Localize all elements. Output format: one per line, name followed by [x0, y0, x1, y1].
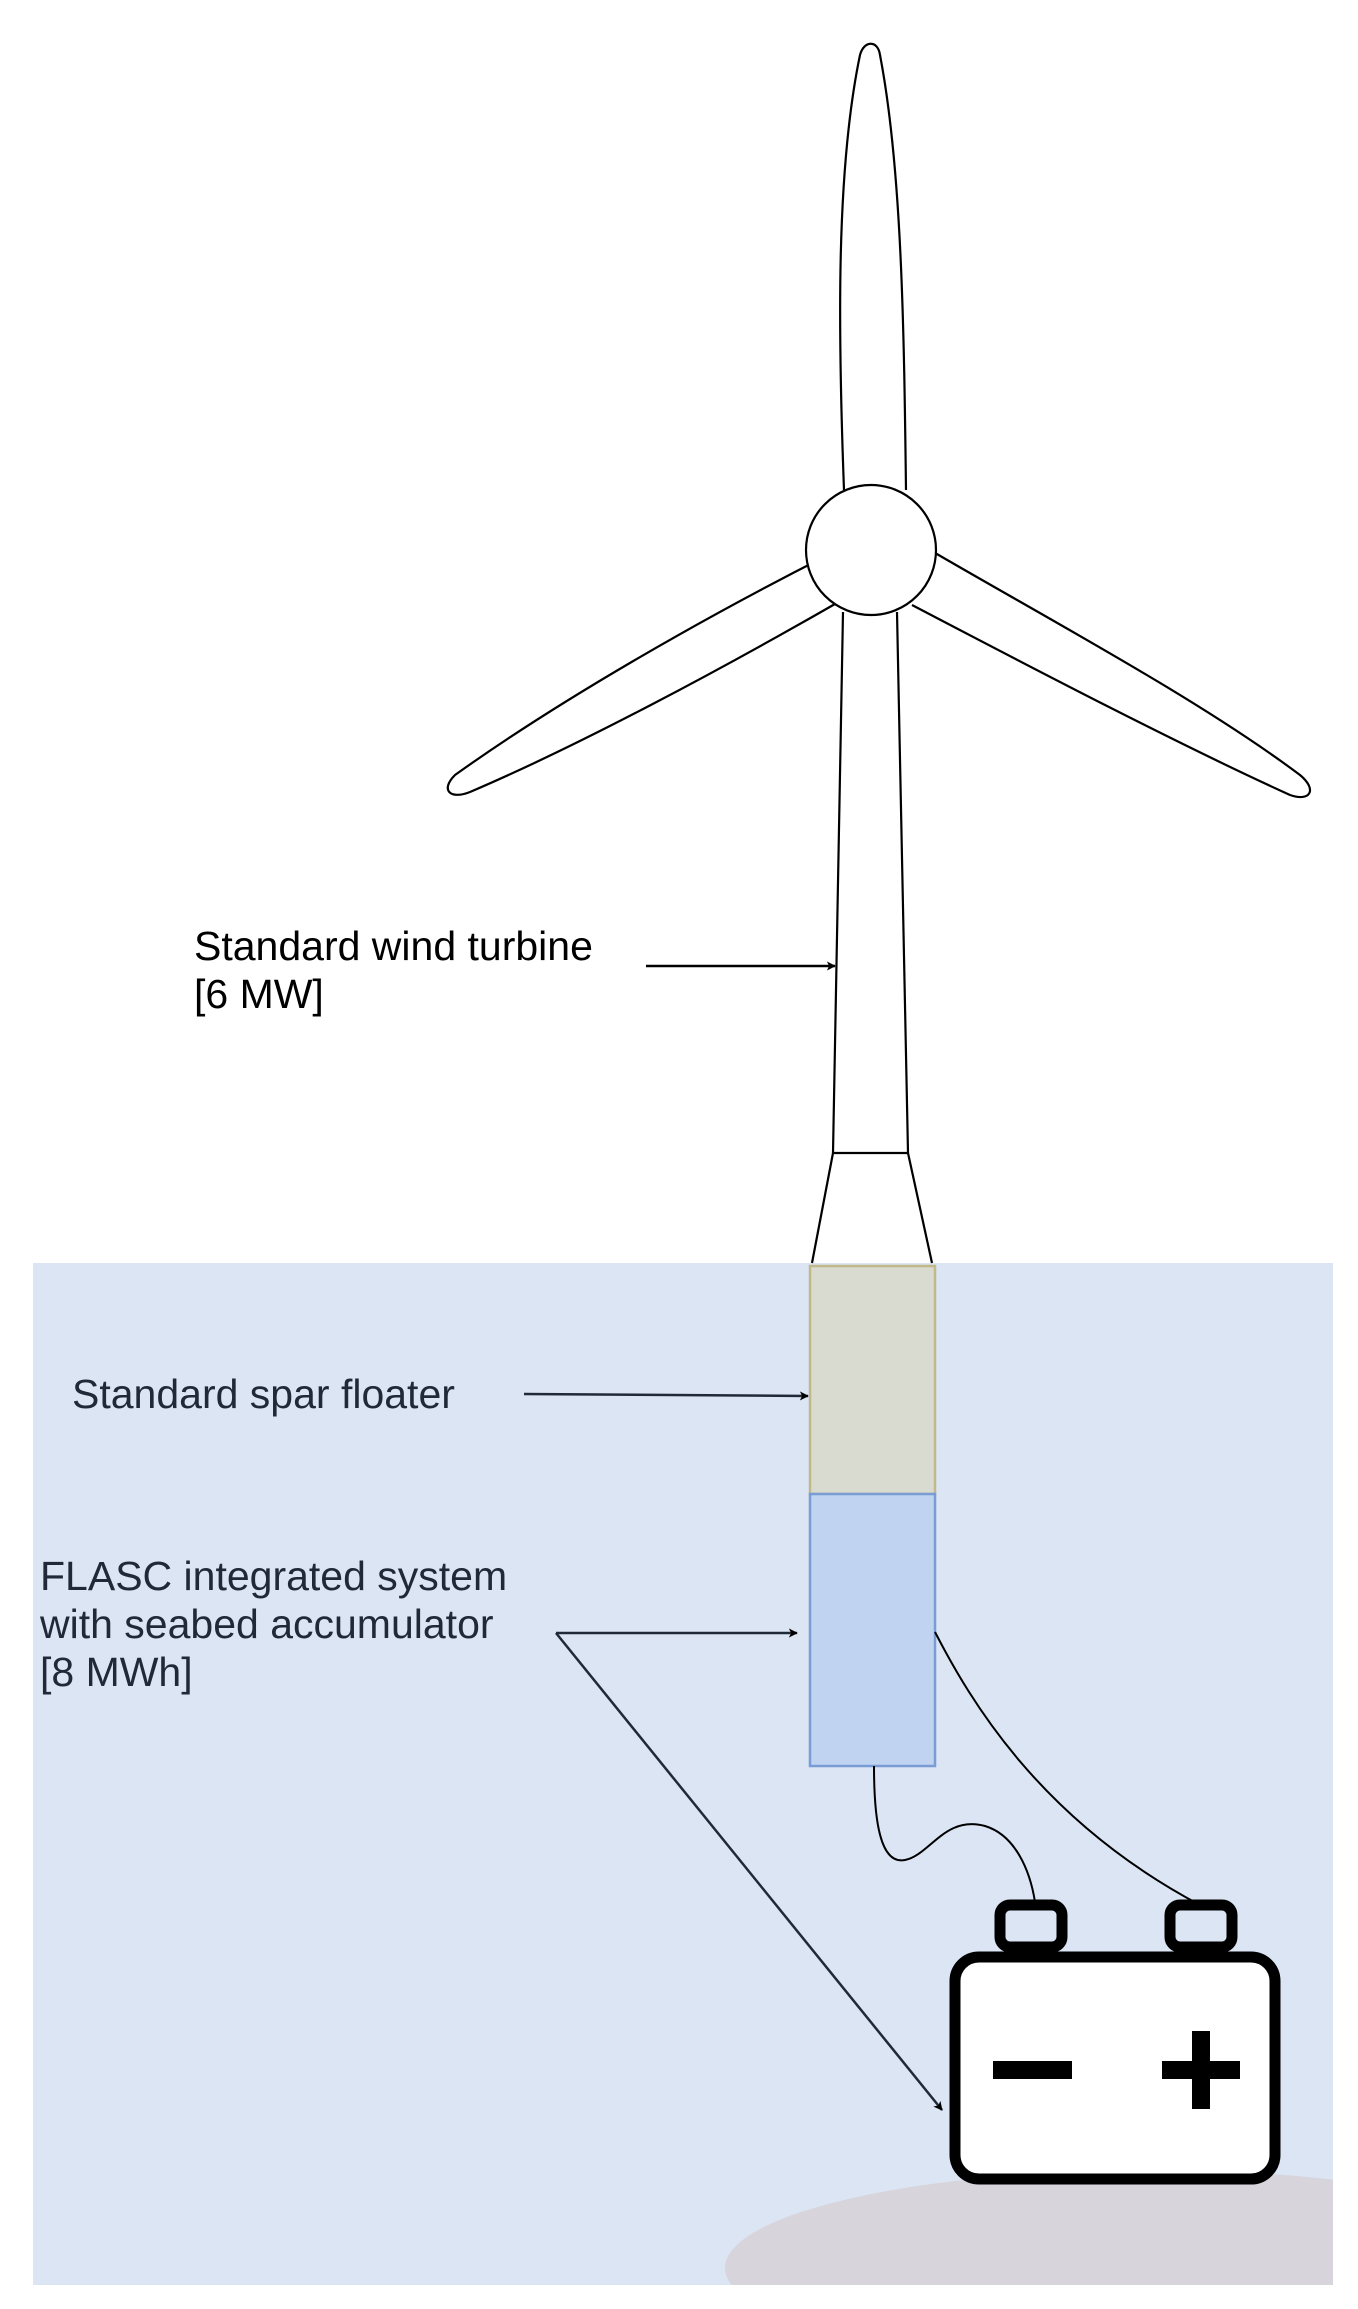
flasc-system [808, 1492, 937, 1768]
turbine-hub [804, 483, 938, 617]
transition-piece [810, 1152, 934, 1264]
turbine-tower [831, 611, 910, 1154]
battery-icon [949, 1899, 1281, 2185]
turbine-label-line1: Standard wind turbine [194, 923, 593, 969]
minus-sign [993, 2061, 1072, 2079]
battery-terminal-negative [994, 1899, 1068, 1953]
arrow-accumulator [555, 1632, 943, 2111]
flasc-label-line2: with seabed accumulator [40, 1601, 494, 1647]
seabed [725, 2170, 1358, 2309]
page-margin-bottom [0, 2285, 1358, 2309]
wind-turbine-icon [446, 42, 1312, 1264]
flasc-label-line3: [8 MWh] [40, 1649, 193, 1695]
turbine-blade-left [446, 554, 843, 796]
cable-negative [873, 1765, 1036, 1903]
turbine-label: Standard wind turbine [6 MW] [194, 922, 593, 1018]
turbine-blade-top [839, 42, 908, 491]
flasc-label-line1: FLASC integrated system [40, 1553, 508, 1599]
spar-label: Standard spar floater [72, 1370, 455, 1418]
plus-sign-vertical [1192, 2031, 1210, 2109]
arrow-spar [523, 1391, 809, 1401]
flasc-label: FLASC integrated system with seabed accu… [40, 1552, 507, 1696]
spar-floater [808, 1264, 937, 1496]
page-margin-right [1333, 1263, 1358, 2309]
cable-positive [934, 1631, 1201, 1906]
battery-terminal-positive [1164, 1899, 1238, 1953]
turbine-label-line2: [6 MW] [194, 971, 324, 1017]
spar-label-line1: Standard spar floater [72, 1371, 455, 1417]
turbine-blade-right [911, 549, 1312, 799]
battery-body [949, 1951, 1281, 2185]
